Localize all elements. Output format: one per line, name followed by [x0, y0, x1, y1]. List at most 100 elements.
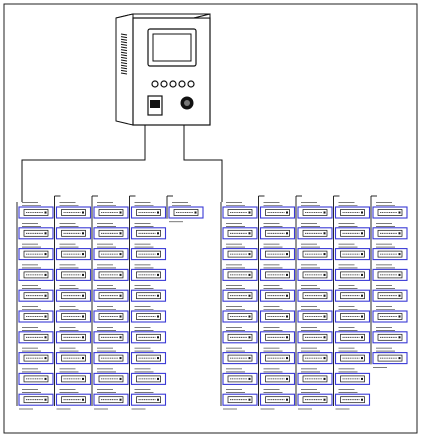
meter-module: [297, 368, 333, 385]
meter-module: [222, 306, 258, 323]
touch-screen-display: [152, 33, 192, 62]
module-indicator: [361, 253, 363, 256]
meter-module: [93, 326, 129, 344]
meter-module: [130, 223, 167, 240]
meter-module: [55, 326, 92, 344]
module-indicator: [82, 336, 84, 339]
meter-module: [259, 368, 296, 385]
louver-slot: [120, 54, 128, 57]
meter-module: [297, 389, 333, 406]
module-indicator: [248, 398, 251, 401]
module-indicator: [286, 398, 288, 401]
meter-module: [222, 223, 258, 240]
module-indicator: [248, 377, 251, 380]
module-indicator: [248, 294, 251, 297]
module-indicator: [323, 315, 326, 318]
meter-module: [93, 347, 129, 365]
meter-module: [372, 306, 408, 323]
module-indicator: [323, 253, 326, 256]
module-indicator: [157, 315, 159, 318]
meter-module: [130, 202, 167, 219]
meter-module: [259, 202, 296, 219]
meter-module: [55, 202, 92, 219]
meter-module: [55, 389, 92, 406]
meter-module: [93, 264, 129, 281]
emergency-stop-ring: [184, 100, 190, 106]
meter-module: [222, 243, 258, 261]
cabinet-button: [178, 80, 186, 88]
meter-module: [372, 285, 408, 302]
meter-module: [93, 223, 129, 240]
meter-module: [130, 368, 167, 385]
module-indicator: [398, 253, 401, 256]
module-indicator: [398, 294, 401, 297]
module-indicator: [361, 315, 363, 318]
module-indicator: [248, 253, 251, 256]
meter-module: [297, 264, 333, 281]
module-indicator: [248, 336, 251, 339]
module-indicator: [361, 273, 363, 276]
module-indicator: [44, 294, 47, 297]
meter-module: [55, 368, 92, 385]
meter-modules: [16, 195, 408, 410]
module-indicator: [361, 377, 363, 380]
cabinet-louver-vents: [120, 33, 128, 75]
meter-module: [168, 202, 204, 219]
meter-module: [18, 285, 54, 302]
module-indicator: [82, 398, 84, 401]
module-indicator: [323, 211, 326, 214]
module-indicator: [157, 398, 159, 401]
module-indicator: [398, 232, 401, 235]
louver-slot: [120, 62, 128, 65]
meter-module: [18, 389, 54, 406]
meter-module: [222, 264, 258, 281]
module-indicator: [286, 377, 288, 380]
module-indicator: [361, 357, 363, 360]
module-indicator: [119, 377, 122, 380]
module-indicator: [361, 336, 363, 339]
module-indicator: [157, 253, 159, 256]
module-indicator: [286, 294, 288, 297]
meter-module: [297, 285, 333, 302]
louver-slot: [120, 64, 128, 67]
cabinet-buttons-row: [151, 80, 195, 88]
meter-module: [55, 306, 92, 323]
meter-module: [18, 347, 54, 365]
module-indicator: [44, 253, 47, 256]
module-indicator: [44, 273, 47, 276]
module-indicator: [286, 253, 288, 256]
cabinet-right-edge: [193, 13, 211, 19]
module-indicator: [323, 336, 326, 339]
meter-module: [18, 243, 54, 261]
meter-module: [297, 223, 333, 240]
module-indicator: [119, 232, 122, 235]
module-indicator: [323, 398, 326, 401]
cabinet-button: [187, 80, 195, 88]
drawing-frame: [3, 3, 418, 434]
meter-module: [93, 202, 129, 219]
louver-slot: [120, 49, 128, 52]
meter-module: [222, 202, 258, 219]
module-indicator: [361, 211, 363, 214]
louver-slot: [120, 51, 128, 54]
module-indicator: [286, 211, 288, 214]
meter-module: [55, 285, 92, 302]
meter-module: [334, 368, 371, 385]
module-indicator: [82, 253, 84, 256]
control-cabinet: [115, 13, 211, 126]
module-indicator: [286, 273, 288, 276]
module-indicator: [119, 315, 122, 318]
meter-module: [18, 202, 54, 219]
meter-module: [372, 264, 408, 281]
meter-module: [222, 389, 258, 406]
louver-slot: [120, 36, 128, 39]
module-indicator: [157, 211, 159, 214]
module-indicator: [248, 357, 251, 360]
meter-module: [334, 326, 371, 344]
meter-module: [93, 243, 129, 261]
module-indicator: [82, 315, 84, 318]
meter-module: [297, 202, 333, 219]
cabinet-button: [169, 80, 177, 88]
module-indicator: [157, 294, 159, 297]
cabinet-button: [151, 80, 159, 88]
